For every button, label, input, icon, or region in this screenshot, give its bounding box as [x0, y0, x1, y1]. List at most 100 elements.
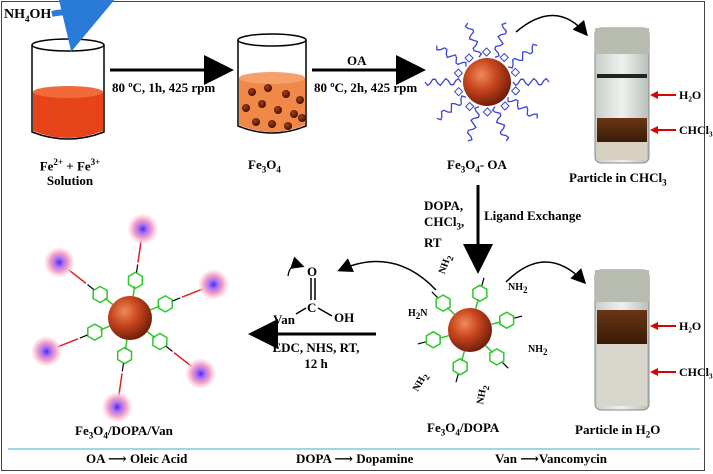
step2-condition: 80 ºC, 2h, 425 rpm — [314, 80, 418, 95]
carboxyl-head — [481, 47, 492, 57]
curved-arrow-to-acid — [337, 258, 437, 291]
beaker-fe3o4 — [237, 33, 307, 134]
nanoparticle-dot — [252, 118, 260, 126]
carboxylic-acid-structure — [287, 256, 333, 317]
carboxyl-head — [465, 101, 475, 112]
benzene-ring — [472, 284, 488, 303]
oleic-acid-chain — [507, 43, 538, 69]
carboxyl-head — [500, 101, 510, 111]
nanoparticle-dot — [268, 120, 276, 128]
benzene-ring — [435, 294, 451, 312]
carboxyl-head — [510, 67, 521, 78]
ethyl-linker — [481, 277, 485, 286]
ethyl-linker — [121, 363, 125, 372]
oleic-acid-chain — [507, 97, 538, 119]
nanoparticle-dot — [264, 84, 272, 92]
vial-chcl3 — [594, 27, 650, 164]
benzene-ring — [489, 348, 505, 366]
particle-fe3o4-dopa-van — [31, 213, 229, 423]
oleic-acid-chain — [464, 22, 483, 58]
nanoparticle-dot — [284, 122, 292, 130]
particle-fe3o4-dopa — [417, 277, 523, 383]
ethyl-linker — [502, 362, 509, 369]
nanoparticle-dot — [298, 114, 306, 122]
benzene-ring — [452, 357, 468, 376]
oleic-acid-chain — [491, 106, 510, 142]
vial1-upper-phase: H₂O — [679, 88, 702, 102]
step2-reagent: OA — [347, 53, 367, 68]
oleic-acid-chain — [466, 106, 480, 142]
label-particle-chcl3: Particle in CHCl3 — [569, 170, 667, 188]
vancomycin-moiety — [44, 247, 75, 278]
nanoparticle-dot — [296, 96, 304, 104]
vial2-upper-phase: H₂O — [679, 319, 702, 333]
nanoparticle-dot — [290, 110, 298, 118]
reagent-nh4oh: NH4OH — [4, 7, 52, 24]
acid-hydroxyl: OH — [334, 310, 355, 325]
oleic-acid-chain — [512, 77, 550, 87]
ethyl-linker — [165, 345, 173, 352]
amide-linker — [118, 373, 123, 396]
carboxyl-head — [482, 107, 493, 117]
acid-oxygen: O — [307, 264, 318, 279]
oleic-acid-chain — [424, 77, 462, 87]
ethyl-linker — [431, 291, 438, 298]
benzene-ring — [425, 330, 441, 349]
nanoparticle-dot — [248, 88, 256, 96]
step4-conditions: EDC, NHS, RT, 12 h — [272, 340, 360, 371]
curved-arrow-to-vial-1 — [515, 14, 588, 37]
amine-label-top-right: NH2 — [508, 282, 528, 295]
ethyl-linker — [79, 334, 88, 339]
vial-h2o — [594, 269, 650, 411]
addition-arrow — [51, 0, 115, 52]
ethyl-linker — [135, 264, 139, 273]
oleic-acid-chain — [436, 95, 467, 121]
amide-linker — [68, 269, 87, 284]
carboxyl-head — [499, 52, 509, 63]
label-iron-solution: Fe2+ + Fe3+ Solution — [39, 157, 101, 189]
nanoparticle-dot — [274, 106, 282, 114]
benzene-ring — [499, 311, 515, 330]
curved-arrow-to-vial-2 — [505, 261, 587, 285]
step3-name: Ligand Exchange — [484, 208, 582, 223]
label-fe3o4: Fe3O4 — [248, 157, 281, 175]
ethyl-linker — [455, 374, 459, 383]
footer-divider — [8, 448, 700, 450]
vancomycin-moiety — [185, 358, 216, 389]
benzene-ring — [157, 295, 173, 313]
oleic-acid-chain — [494, 22, 508, 58]
amine-label-right: NH2 — [528, 344, 548, 357]
nanoparticle-dot — [258, 100, 266, 108]
oleic-acid-chain — [436, 45, 467, 67]
vial2-lower-phase: CHCl₃ — [679, 365, 713, 379]
vancomycin-moiety — [31, 336, 62, 367]
benzene-ring — [87, 323, 103, 341]
label-particle-h2o: Particle in H2O — [575, 422, 661, 440]
nanoparticle-dot — [282, 90, 290, 98]
carboxyl-head — [453, 68, 464, 78]
label-fe3o4-dopa-van: Fe3O4/DOPA/Van — [75, 423, 173, 441]
nanoparticle-dot — [242, 104, 250, 112]
vial1-lower-phase: CHCl₃ — [679, 123, 713, 137]
step4-reagent: Van — [273, 312, 295, 327]
amine-label-left: H2N — [408, 308, 428, 321]
amine-label-bottom: NH2 — [475, 384, 492, 406]
legend-dopa: DOPA ⟶ Dopamine — [296, 451, 414, 466]
acid-carbon: C — [307, 300, 317, 315]
label-fe3o4-dopa: Fe3O4/DOPA — [427, 420, 500, 438]
amide-linker — [57, 338, 79, 348]
figure-border — [1, 1, 705, 471]
particle-fe3o4-oa — [424, 22, 550, 142]
ethyl-linker — [87, 284, 95, 291]
carboxyl-head — [510, 86, 521, 96]
ethyl-linker — [514, 315, 523, 319]
carboxyl-head — [453, 86, 464, 97]
ethyl-linker — [172, 297, 181, 302]
legend-van: Van ⟶Vancomycin — [495, 451, 607, 466]
amide-linker — [181, 288, 203, 298]
step3-reagents: DOPA, CHCl3, RT — [424, 198, 465, 250]
legend-oa: OA ⟶ Oleic Acid — [86, 451, 188, 466]
benzene-ring — [152, 332, 168, 351]
